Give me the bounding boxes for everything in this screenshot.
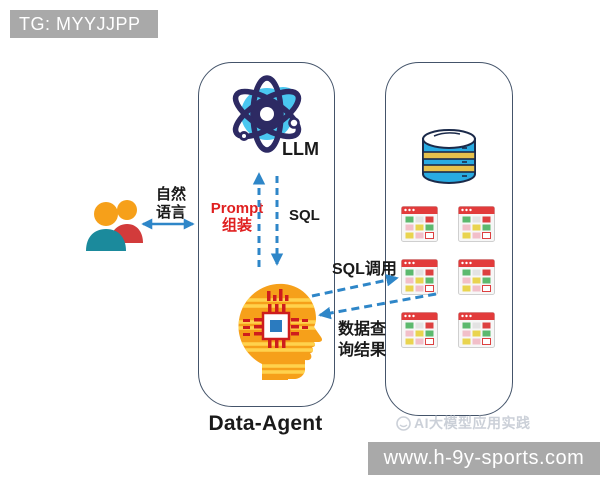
prompt-assembly-label: Prompt 组装 [210,200,264,234]
sql-label: SQL [289,207,320,224]
telegram-badge: TG: MYYJJPP [10,10,158,38]
data-table-icon [401,259,438,295]
sql-call-label: SQL调用 [332,261,397,278]
watermark: AI大模型应用实践 [396,413,531,433]
llm-label: LLM [282,139,319,159]
website-badge-text: www.h-9y-sports.com [383,447,585,469]
data-table-icon [458,206,495,242]
data-table-icon [401,312,438,348]
natural-language-label: 自然 语言 [155,186,186,221]
query-result-label: 数据查 询结果 [337,321,386,359]
data-table-icon [458,259,495,295]
data-table-icon [458,312,495,348]
telegram-badge-text: TG: MYYJJPP [19,13,141,34]
data-table-icon [401,206,438,242]
atom-icon [232,75,302,153]
agent-head-chip-icon [238,283,322,380]
watermark-logo-icon [396,415,411,431]
data-agent-title: Data-Agent [208,412,323,435]
watermark-text: AI大模型应用实践 [414,415,531,431]
database-icon [422,129,476,184]
users-icon [86,200,143,251]
website-badge: www.h-9y-sports.com [368,442,600,475]
